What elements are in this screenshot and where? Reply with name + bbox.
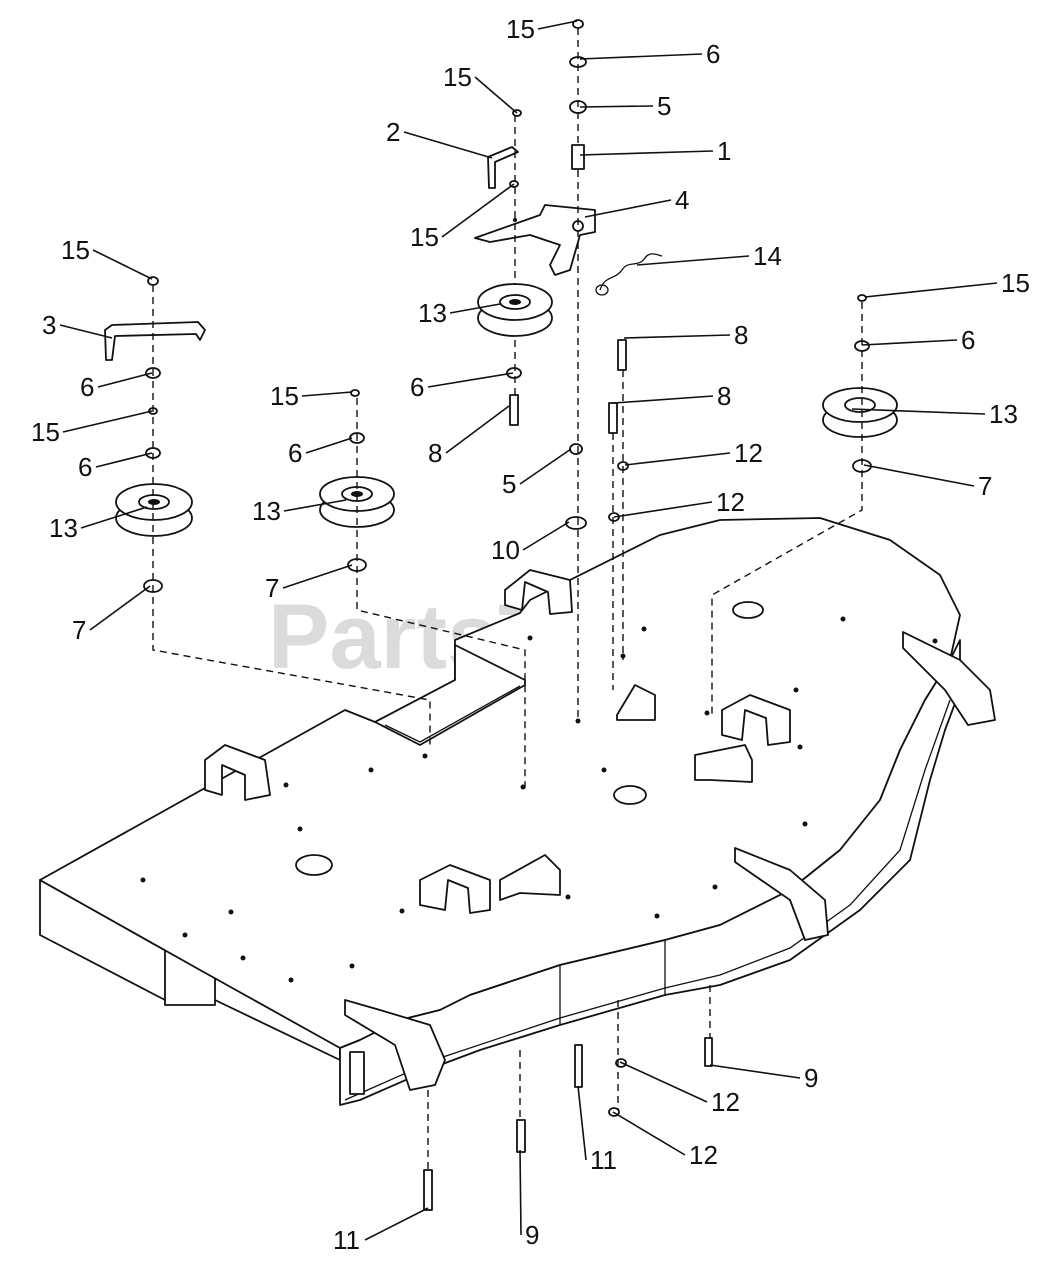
leader-line [636, 255, 750, 266]
callout-number: 15 [270, 381, 299, 411]
callout-number: 15 [61, 235, 90, 265]
leader-line [97, 372, 153, 388]
leader-line [537, 20, 578, 30]
leader-line [851, 408, 986, 415]
extension-spring [595, 253, 663, 296]
callout-number: 13 [989, 399, 1018, 429]
callout-number: 3 [42, 310, 56, 340]
leader-line [584, 199, 672, 218]
leader-line [579, 53, 703, 60]
callout-number: 6 [410, 372, 424, 402]
leader-line [441, 183, 515, 238]
pivot-arm-2 [487, 146, 519, 189]
leader-line [863, 464, 975, 487]
callout-number: 13 [252, 496, 281, 526]
callout-number: 7 [72, 615, 86, 645]
leader-line [95, 452, 153, 468]
callout-number: 15 [1001, 268, 1030, 298]
callout-number: 15 [506, 14, 535, 44]
callout-number: 4 [675, 185, 689, 215]
leader-line [305, 437, 353, 454]
callout-number: 15 [31, 417, 60, 447]
leader-line [445, 405, 510, 454]
leader-line [579, 150, 714, 156]
leader-line [62, 410, 153, 433]
callout-number: 15 [443, 62, 472, 92]
leader-line [519, 1149, 522, 1236]
idler-pulley-center [477, 283, 553, 337]
callout-labels: 15 6 15 5 2 14 15 15 14 15 13 3 8 6 6 15 6 8 13 15 6 8 6 12 5 7 13… [31, 14, 1030, 1255]
callout-number: 11 [333, 1225, 360, 1255]
leader-line [522, 521, 570, 551]
callout-number: 1 [717, 136, 731, 166]
callout-number: 11 [590, 1145, 617, 1175]
callout-number: 6 [706, 39, 720, 69]
callout-number: 8 [717, 381, 731, 411]
leader-line [89, 585, 151, 631]
leader-line [474, 76, 518, 114]
leader-line [519, 448, 572, 485]
leader-line [282, 564, 353, 589]
leader-line [619, 1061, 708, 1103]
bolt-holes [140, 616, 938, 983]
leader-line [577, 1085, 587, 1161]
leader-line [364, 1207, 429, 1241]
callout-number: 15 [410, 222, 439, 252]
leader-line [427, 372, 514, 388]
idler-arm-bracket [474, 204, 596, 276]
callout-number: 13 [418, 298, 447, 328]
leader-line [613, 501, 713, 518]
leader-line [283, 499, 347, 512]
leader-line [579, 105, 654, 108]
callout-number: 12 [734, 438, 763, 468]
callout-number: 6 [961, 325, 975, 355]
idler-pulley-right [822, 387, 898, 438]
adjuster-rod-3 [104, 321, 206, 361]
leader-line [624, 452, 731, 466]
leader-line [864, 282, 998, 298]
callout-number: 6 [78, 452, 92, 482]
callout-number: 14 [753, 241, 782, 271]
callout-number: 10 [491, 535, 520, 565]
leader-line [80, 506, 148, 529]
idler-pulley-left [115, 483, 193, 537]
leader-line [92, 249, 153, 280]
callout-number: 12 [716, 487, 745, 517]
callout-number: 5 [657, 91, 671, 121]
callout-number: 9 [804, 1063, 818, 1093]
leader-line [403, 131, 493, 159]
callout-number: 6 [288, 438, 302, 468]
callout-number: 8 [734, 320, 748, 350]
callout-number: 9 [525, 1220, 539, 1250]
mower-deck [39, 517, 996, 1106]
leader-line [861, 339, 958, 346]
callout-number: 6 [80, 372, 94, 402]
callout-number: 8 [428, 438, 442, 468]
callout-number: 7 [265, 573, 279, 603]
callout-number: 13 [49, 513, 78, 543]
callout-number: 7 [978, 471, 992, 501]
leader-line [709, 1064, 801, 1079]
leader-line [301, 391, 353, 397]
leader-line [623, 334, 731, 339]
leader-line [449, 303, 501, 314]
callout-number: 12 [689, 1140, 718, 1170]
callout-number: 5 [502, 469, 516, 499]
callout-number: 12 [711, 1087, 740, 1117]
leader-line [613, 395, 714, 404]
callout-number: 2 [386, 117, 400, 147]
leader-line [612, 1111, 686, 1156]
leader-line [59, 324, 113, 339]
